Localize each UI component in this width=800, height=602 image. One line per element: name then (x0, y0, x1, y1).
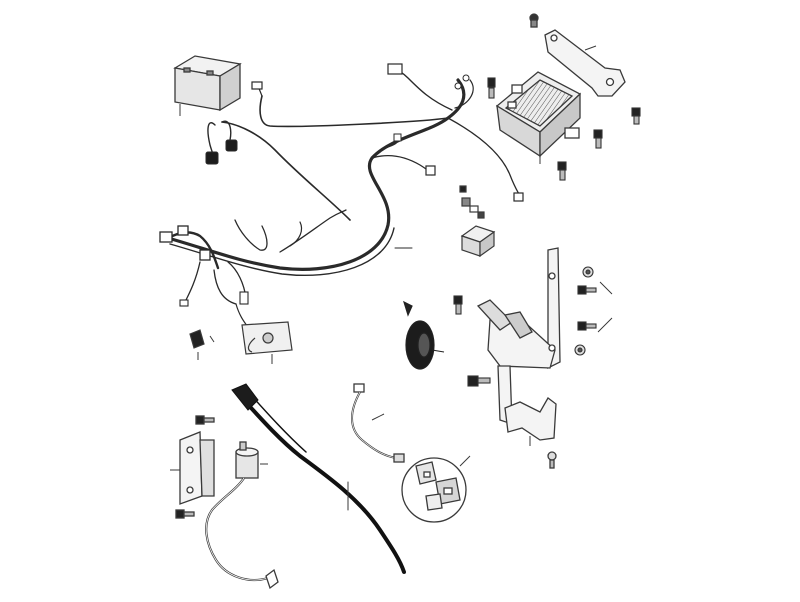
relay[interactable] (459, 185, 496, 258)
regulator-bracket[interactable] (529, 13, 626, 97)
horn-bracket[interactable] (476, 247, 561, 425)
sensor[interactable] (189, 321, 293, 364)
main-wiring-harness[interactable] (159, 63, 524, 331)
horn[interactable] (403, 300, 445, 370)
ignition-coil[interactable] (205, 441, 279, 590)
bracket-bolts[interactable] (453, 266, 613, 387)
voltage-regulator[interactable] (495, 71, 582, 164)
ground-cable[interactable] (231, 383, 406, 574)
oxygen-sensor[interactable] (351, 383, 405, 463)
battery[interactable] (173, 55, 242, 116)
mounting-bracket[interactable] (504, 397, 557, 469)
connector-detail[interactable] (401, 455, 471, 523)
coil-bracket[interactable] (170, 415, 215, 519)
regulator-bolts[interactable] (487, 77, 641, 181)
